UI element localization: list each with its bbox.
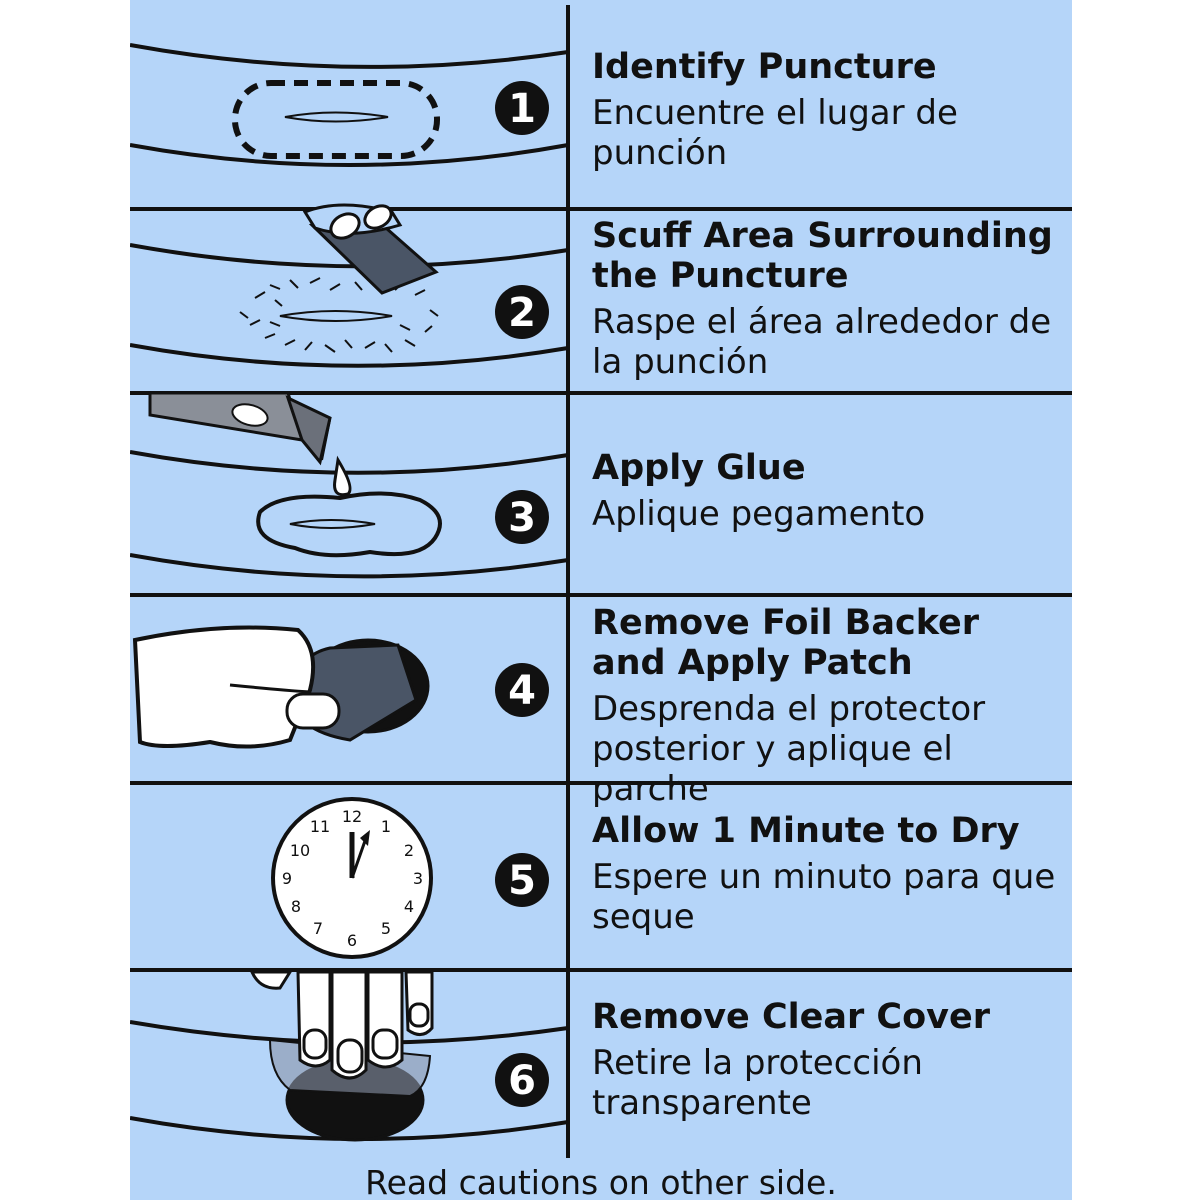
step-badge-2 <box>495 285 549 339</box>
fingers <box>249 970 434 1080</box>
hand <box>132 625 316 749</box>
clock-number-3: 3 <box>413 869 423 888</box>
step-4-illustration <box>132 625 430 749</box>
step-2-title: Scuff Area Surrounding the Puncture <box>592 216 1053 296</box>
clock-number-12: 12 <box>342 807 362 826</box>
step-1-text: Identify Puncture Encuentre el lugar de … <box>592 47 1062 173</box>
step-number-5: 5 <box>508 858 536 904</box>
step-badges: 1 2 3 4 5 6 <box>495 81 549 1107</box>
step-2-illustration <box>130 203 569 368</box>
clock-number-1: 1 <box>381 817 391 836</box>
step-badge-4 <box>495 663 549 717</box>
step-number-2: 2 <box>508 290 536 336</box>
step-3-subtitle: Aplique pegamento <box>592 494 926 534</box>
step-3-title: Apply Glue <box>592 448 806 488</box>
step-4-text: Remove Foil Backer and Apply Patch Despr… <box>592 603 1062 809</box>
step-1-subtitle: Encuentre el lugar de punción <box>592 93 958 173</box>
step-badge-6 <box>495 1053 549 1107</box>
step-badge-3 <box>495 490 549 544</box>
instruction-sheet: 12 1 2 3 4 5 6 7 8 9 10 11 <box>130 0 1072 1200</box>
clock-number-10: 10 <box>290 841 310 860</box>
sandpaper <box>302 203 439 295</box>
clock-number-5: 5 <box>381 919 391 938</box>
step-2-text: Scuff Area Surrounding the Puncture Rasp… <box>592 216 1062 382</box>
step-4-title: Remove Foil Backer and Apply Patch <box>592 603 980 683</box>
clock-number-7: 7 <box>313 919 323 938</box>
step-number-3: 3 <box>508 495 536 541</box>
step-4-subtitle: Desprenda el protector posterior y apliq… <box>592 689 986 809</box>
clock-number-8: 8 <box>291 897 301 916</box>
step-3-illustration <box>130 391 569 579</box>
glue-blob <box>256 491 442 558</box>
step-6-title: Remove Clear Cover <box>592 997 990 1037</box>
glue-drop <box>333 455 352 497</box>
step-number-4: 4 <box>508 668 536 714</box>
clock-number-11: 11 <box>310 817 330 836</box>
clock-number-4: 4 <box>404 897 414 916</box>
step-6-subtitle: Retire la protección transparente <box>592 1043 923 1123</box>
step-6-text: Remove Clear Cover Retire la protección … <box>592 997 1062 1123</box>
step-5-text: Allow 1 Minute to Dry Espere un minuto p… <box>592 811 1062 937</box>
clock-number-9: 9 <box>282 869 292 888</box>
clock-number-6: 6 <box>347 931 357 950</box>
step-1-illustration <box>130 43 569 167</box>
step-6-illustration <box>130 970 569 1142</box>
step-5-title: Allow 1 Minute to Dry <box>592 811 1020 851</box>
step-badge-1 <box>495 81 549 135</box>
footer-note: Read cautions on other side. <box>365 1163 837 1200</box>
step-number-1: 1 <box>508 86 536 132</box>
step-5-illustration: 12 1 2 3 4 5 6 7 8 9 10 11 <box>271 797 433 959</box>
glue-tube <box>148 391 332 466</box>
clock-number-2: 2 <box>404 841 414 860</box>
step-badge-5 <box>495 853 549 907</box>
step-3-text: Apply Glue Aplique pegamento <box>592 448 1062 534</box>
scuff-marks <box>239 277 439 353</box>
step-2-subtitle: Raspe el área alrededor de la punción <box>592 302 1052 382</box>
instruction-illustrations: 12 1 2 3 4 5 6 7 8 9 10 11 <box>130 5 1072 1158</box>
thumbnail <box>285 692 341 730</box>
step-1-title: Identify Puncture <box>592 47 937 87</box>
step-number-6: 6 <box>508 1058 536 1104</box>
step-5-subtitle: Espere un minuto para que seque <box>592 857 1056 937</box>
